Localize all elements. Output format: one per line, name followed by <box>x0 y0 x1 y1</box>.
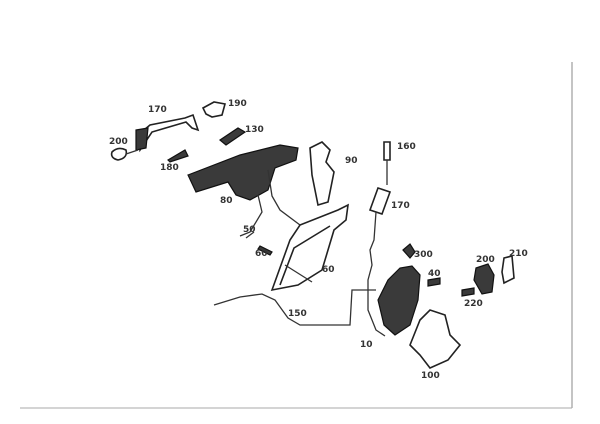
callout-160: 160 <box>397 142 416 152</box>
callout-60b: 60 <box>322 265 335 275</box>
cable-150 <box>213 289 376 326</box>
callout-80: 80 <box>220 196 233 206</box>
callout-150: 150 <box>288 309 307 319</box>
callout-90: 90 <box>345 156 358 166</box>
callout-50: 50 <box>243 225 256 235</box>
frame-60 <box>270 203 349 292</box>
clip-210 <box>501 254 515 285</box>
callout-130: 130 <box>245 125 264 135</box>
callout-60a: 60 <box>255 249 268 259</box>
callout-220: 220 <box>464 299 483 309</box>
callout-40: 40 <box>428 269 441 279</box>
bracket-90 <box>309 141 335 207</box>
handle-carrier <box>187 144 301 237</box>
callout-190: 190 <box>228 99 247 109</box>
actuator-300 <box>402 243 416 259</box>
sleeve-170 <box>368 186 392 216</box>
callout-10: 10 <box>360 340 373 350</box>
callout-100: 100 <box>421 371 440 381</box>
frame-strut <box>284 264 313 283</box>
bracket-200 <box>473 263 495 295</box>
plug-160 <box>383 141 391 161</box>
door-lock <box>377 265 421 336</box>
callout-200b: 200 <box>476 255 495 265</box>
callout-210: 210 <box>509 249 528 259</box>
callout-170: 170 <box>148 105 167 115</box>
cable <box>367 211 386 337</box>
cover-130 <box>218 127 247 146</box>
callout-200: 200 <box>109 137 128 147</box>
cap-180 <box>167 149 189 163</box>
screw-220 <box>461 287 475 297</box>
bracket-190 <box>201 101 227 118</box>
callout-300: 300 <box>414 250 433 260</box>
callout-170b: 170 <box>391 201 410 211</box>
callout-180: 180 <box>160 163 179 173</box>
rod-50 <box>245 231 255 239</box>
outer-handle <box>110 113 200 161</box>
bracket-100 <box>409 309 462 369</box>
bolt-40 <box>427 277 441 287</box>
bolt-60 <box>257 245 273 256</box>
